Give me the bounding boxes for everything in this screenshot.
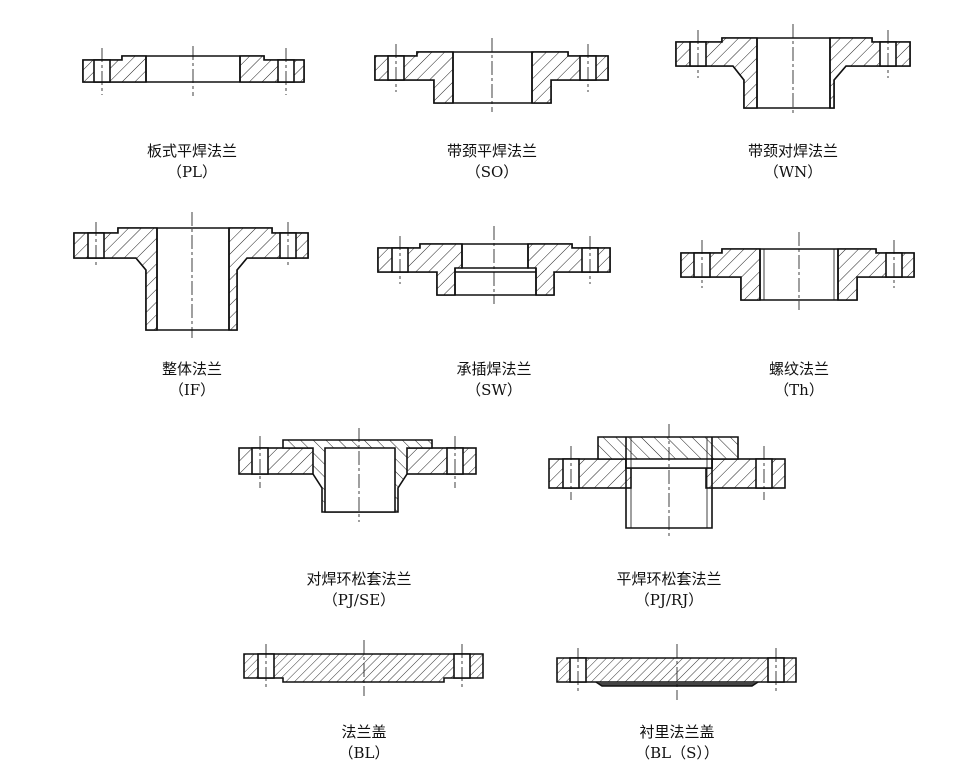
wn-caption: 带颈对焊法兰 （WN） xyxy=(698,141,888,183)
pjse-section-drawing xyxy=(238,428,477,522)
pjrj-name: 平焊环松套法兰 xyxy=(616,570,722,588)
bl-code: （BL） xyxy=(338,744,390,762)
pl-section-drawing xyxy=(82,46,305,96)
so-section-drawing xyxy=(374,38,609,112)
pl-code: （PL） xyxy=(166,163,218,181)
so-caption: 带颈平焊法兰 （SO） xyxy=(397,141,587,183)
wn-section-drawing xyxy=(675,24,911,116)
pl-caption: 板式平焊法兰 （PL） xyxy=(97,141,287,183)
if-code: （IF） xyxy=(168,381,216,399)
bl-name: 法兰盖 xyxy=(341,723,387,741)
bls-name: 衬里法兰盖 xyxy=(639,723,715,741)
bl-caption: 法兰盖 （BL） xyxy=(269,722,459,764)
pjrj-section-drawing xyxy=(548,424,786,536)
so-code: （SO） xyxy=(465,163,519,181)
pjse-name: 对焊环松套法兰 xyxy=(306,570,412,588)
wn-name: 带颈对焊法兰 xyxy=(747,142,838,160)
sw-code: （SW） xyxy=(466,381,522,399)
so-name: 带颈平焊法兰 xyxy=(446,142,537,160)
pjse-code: （PJ/SE） xyxy=(322,591,396,609)
th-code: （Th） xyxy=(774,381,824,399)
pjrj-code: （PJ/RJ） xyxy=(634,591,704,609)
th-section-drawing xyxy=(680,232,915,310)
if-name: 整体法兰 xyxy=(161,360,222,378)
wn-code: （WN） xyxy=(763,163,823,181)
pjse-caption: 对焊环松套法兰 （PJ/SE） xyxy=(264,569,454,611)
bl-section-drawing xyxy=(243,640,484,696)
th-caption: 螺纹法兰 （Th） xyxy=(704,359,894,401)
sw-caption: 承插焊法兰 （SW） xyxy=(399,359,589,401)
sw-section-drawing xyxy=(377,226,611,304)
pjrj-caption: 平焊环松套法兰 （PJ/RJ） xyxy=(574,569,764,611)
bls-code: （BL（S）） xyxy=(635,744,719,762)
bls-caption: 衬里法兰盖 （BL（S）） xyxy=(582,722,772,764)
pl-name: 板式平焊法兰 xyxy=(146,142,237,160)
bls-section-drawing xyxy=(556,644,797,700)
if-section-drawing xyxy=(73,212,309,338)
if-caption: 整体法兰 （IF） xyxy=(97,359,287,401)
th-name: 螺纹法兰 xyxy=(768,360,829,378)
sw-name: 承插焊法兰 xyxy=(456,360,532,378)
